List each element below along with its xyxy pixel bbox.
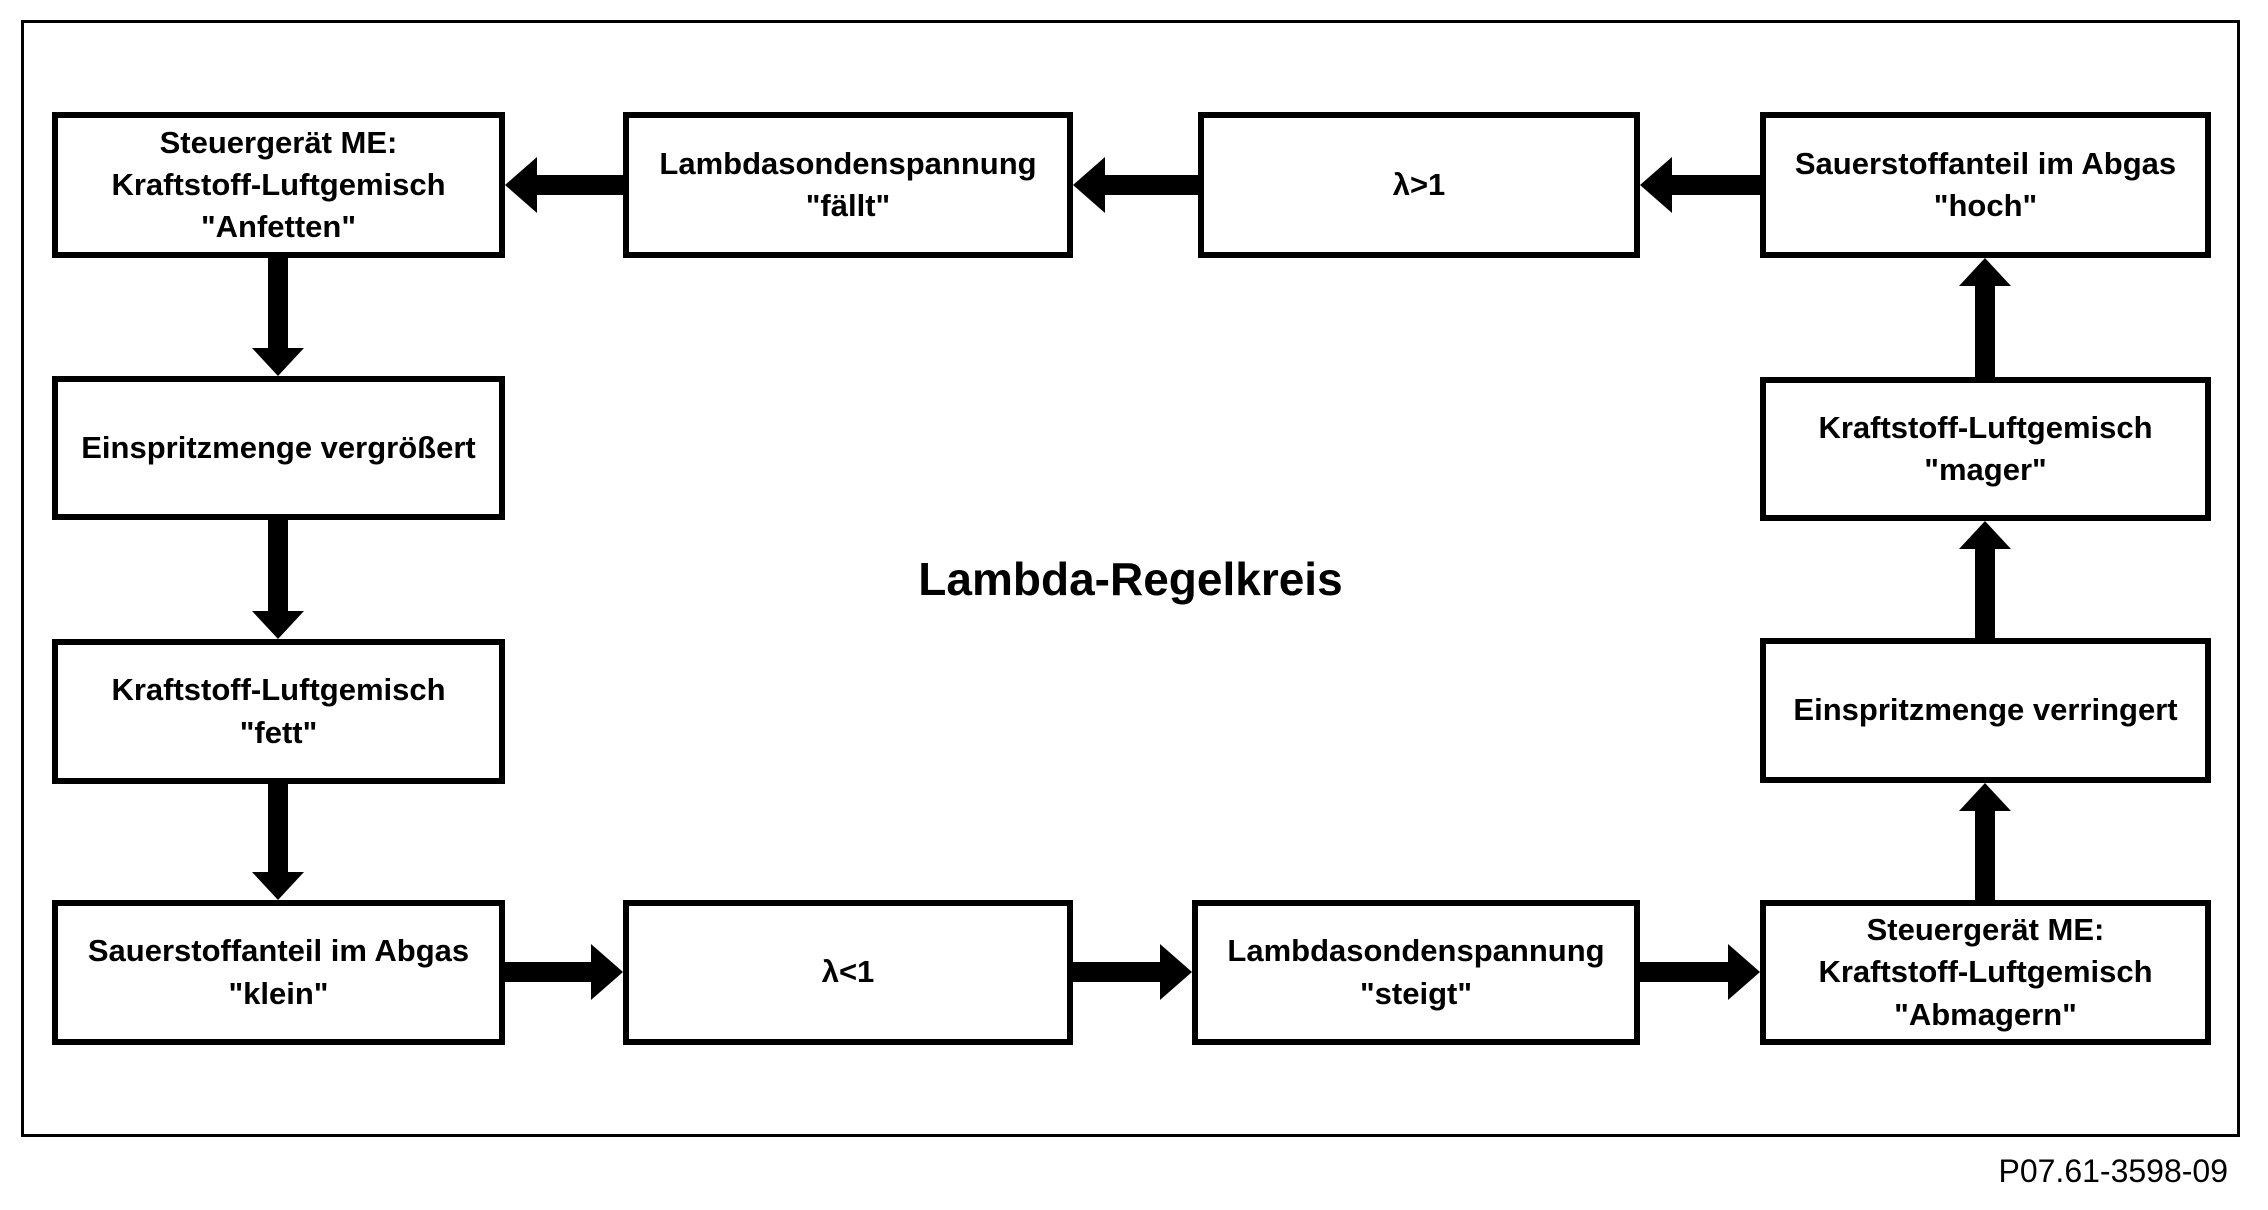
arrow-mixture-lean-to-oxygen-high xyxy=(1959,258,2011,377)
arrow-oxygen-high-to-lambda-gt1 xyxy=(1640,157,1760,213)
node-lambda-voltage-falls: Lambdasondenspannung "fällt" xyxy=(623,112,1073,258)
node-mixture-lean: Kraftstoff-Luftgemisch "mager" xyxy=(1760,377,2211,521)
node-ecu-lean: Steuergerät ME: Kraftstoff-Luftgemisch "… xyxy=(1760,900,2211,1045)
node-lambda-gt-1: λ>1 xyxy=(1198,112,1640,258)
arrow-oxygen-low-to-lambda-lt1 xyxy=(505,944,623,1000)
arrow-injection-reduced-to-mixture-lean xyxy=(1959,521,2011,638)
node-oxygen-high: Sauerstoffanteil im Abgas "hoch" xyxy=(1760,112,2211,258)
node-lambda-lt-1: λ<1 xyxy=(623,900,1073,1045)
node-lambda-voltage-rises: Lambdasondenspannung "steigt" xyxy=(1192,900,1640,1045)
arrow-lambda-lt1-to-lambda-rises xyxy=(1073,944,1192,1000)
arrow-mixture-rich-to-oxygen-low xyxy=(252,784,304,900)
arrow-lambda-gt1-to-lambda-falls xyxy=(1073,157,1198,213)
node-injection-increased: Einspritzmenge vergrößert xyxy=(52,376,505,520)
diagram-title: Lambda-Regelkreis xyxy=(918,553,1343,605)
node-injection-reduced: Einspritzmenge verringert xyxy=(1760,638,2211,783)
arrow-injection-increased-to-mixture-rich xyxy=(252,520,304,639)
node-oxygen-low: Sauerstoffanteil im Abgas "klein" xyxy=(52,900,505,1045)
arrow-lambda-rises-to-ecu-lean xyxy=(1640,944,1760,1000)
arrow-ecu-lean-to-injection-reduced xyxy=(1959,783,2011,900)
figure-code: P07.61-3598-09 xyxy=(1998,1153,2228,1189)
node-ecu-enrich: Steuergerät ME: Kraftstoff-Luftgemisch "… xyxy=(52,112,505,258)
arrow-ecu-enrich-to-injection-increased xyxy=(252,258,304,376)
arrow-lambda-falls-to-ecu-enrich xyxy=(505,157,623,213)
node-mixture-rich: Kraftstoff-Luftgemisch "fett" xyxy=(52,639,505,784)
